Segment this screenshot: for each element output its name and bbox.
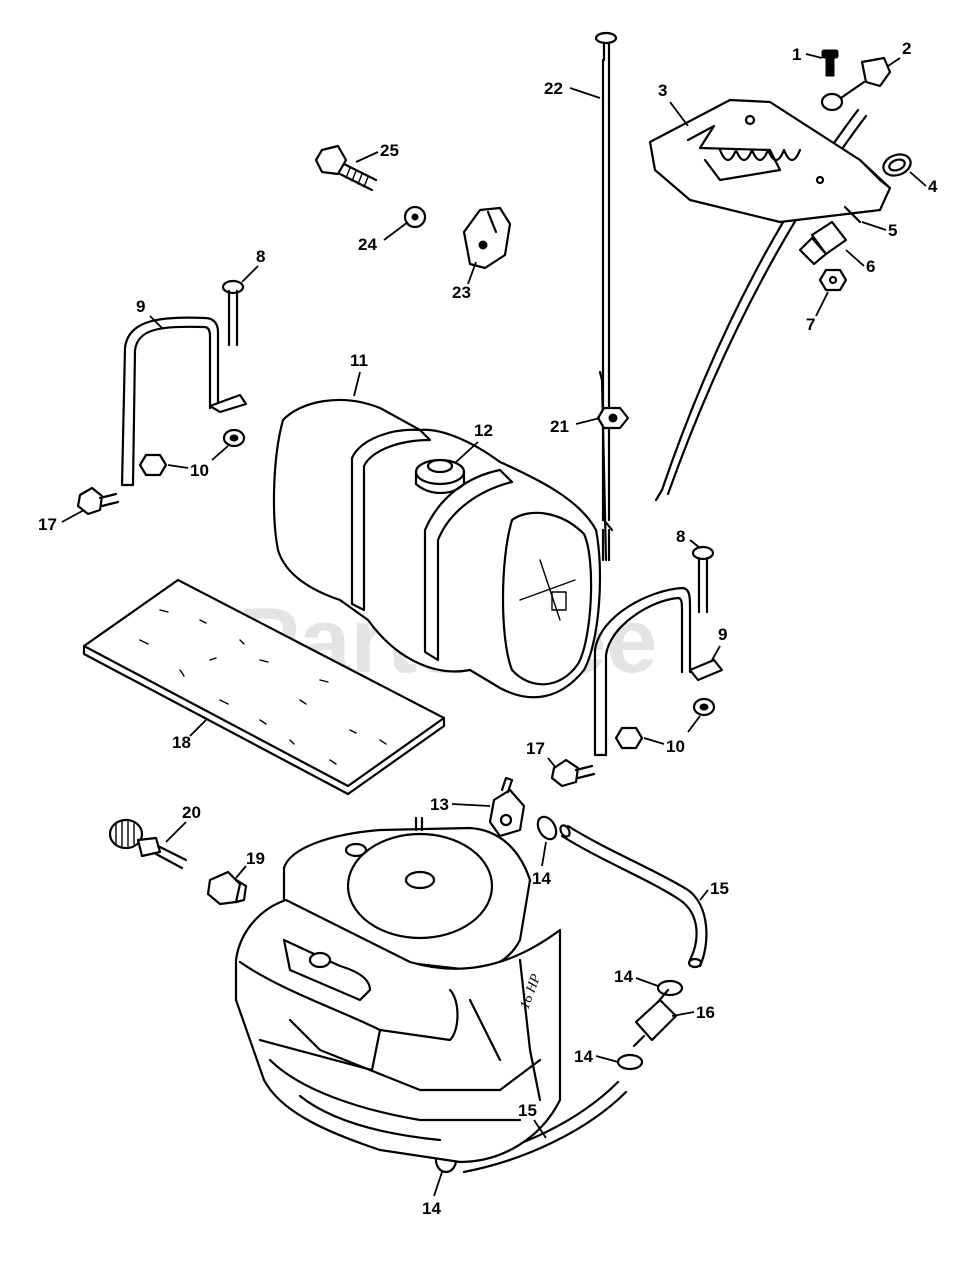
part-15-hose-upper[interactable] (559, 824, 708, 969)
part-10-nut-right[interactable] (614, 697, 716, 750)
callout-2: 2 (902, 39, 911, 58)
callout-17-right: 17 (526, 739, 545, 758)
part-9-strap-left[interactable] (120, 316, 248, 487)
part-9-strap-right[interactable] (593, 586, 724, 757)
callout-24: 24 (358, 235, 377, 254)
part-1-screw[interactable] (821, 49, 839, 77)
callout-14-c: 14 (574, 1047, 593, 1066)
callout-10-left: 10 (190, 461, 209, 480)
callout-23: 23 (452, 283, 471, 302)
part-14-clamp-3[interactable] (616, 1053, 644, 1071)
part-17-bolt-right[interactable] (550, 758, 596, 788)
part-8-bolt-right[interactable] (691, 545, 715, 614)
part-2-lever[interactable] (820, 56, 892, 112)
part-21-nut[interactable] (596, 406, 630, 430)
callout-1: 1 (792, 45, 801, 64)
callout-8-right: 8 (676, 527, 685, 546)
part-17-bolt-left[interactable] (76, 486, 120, 516)
engine[interactable]: 16 HP (234, 816, 562, 1164)
callout-19: 19 (246, 849, 265, 868)
part-18-pad[interactable] (82, 578, 446, 796)
callout-14-d: 14 (422, 1199, 441, 1218)
callouts: 1 2 3 4 5 6 7 8 8 9 9 10 10 11 12 13 (38, 39, 938, 1218)
part-23-clamp[interactable] (462, 206, 512, 270)
part-14-clamp-2[interactable] (656, 979, 684, 997)
part-5-spring[interactable] (843, 205, 862, 224)
callout-17-left: 17 (38, 515, 57, 534)
callout-9-left: 9 (136, 297, 145, 316)
callout-10-right: 10 (666, 737, 685, 756)
callout-7: 7 (806, 315, 815, 334)
part-11-fuel-tank[interactable] (272, 398, 602, 699)
callout-3: 3 (658, 81, 667, 100)
callout-18: 18 (172, 733, 191, 752)
callout-8-left: 8 (256, 247, 265, 266)
callout-9-right: 9 (718, 625, 727, 644)
part-3-control-plate[interactable] (648, 98, 892, 224)
part-8-bolt-left[interactable] (221, 279, 245, 347)
callout-15-b: 15 (518, 1101, 537, 1120)
callout-5: 5 (888, 221, 897, 240)
part-4-washer[interactable] (880, 151, 913, 179)
part-20-drain-valve[interactable] (108, 818, 188, 870)
callout-22: 22 (544, 79, 563, 98)
part-22-rod[interactable] (594, 31, 618, 562)
callout-14-a: 14 (532, 869, 551, 888)
callout-21: 21 (550, 417, 569, 436)
part-13-shutoff-valve[interactable] (488, 776, 526, 838)
callout-16: 16 (696, 1003, 715, 1022)
part-10-nut-left[interactable] (138, 428, 246, 477)
callout-20: 20 (182, 803, 201, 822)
callout-4: 4 (928, 177, 938, 196)
callout-11: 11 (350, 351, 368, 370)
callout-14-b: 14 (614, 967, 633, 986)
callout-15-a: 15 (710, 879, 729, 898)
part-25-bolt[interactable] (314, 144, 378, 192)
callout-12: 12 (474, 421, 493, 440)
part-19-fitting[interactable] (206, 870, 248, 906)
part-7-nut[interactable] (818, 268, 848, 292)
part-12-fuel-cap[interactable] (414, 458, 466, 495)
callout-13: 13 (430, 795, 449, 814)
part-6-switch[interactable] (798, 220, 848, 266)
part-14-clamp-1[interactable] (534, 814, 560, 843)
part-16-fuel-filter[interactable] (632, 988, 678, 1048)
part-24-washer[interactable] (403, 205, 427, 229)
callout-25: 25 (380, 141, 399, 160)
callout-6: 6 (866, 257, 875, 276)
